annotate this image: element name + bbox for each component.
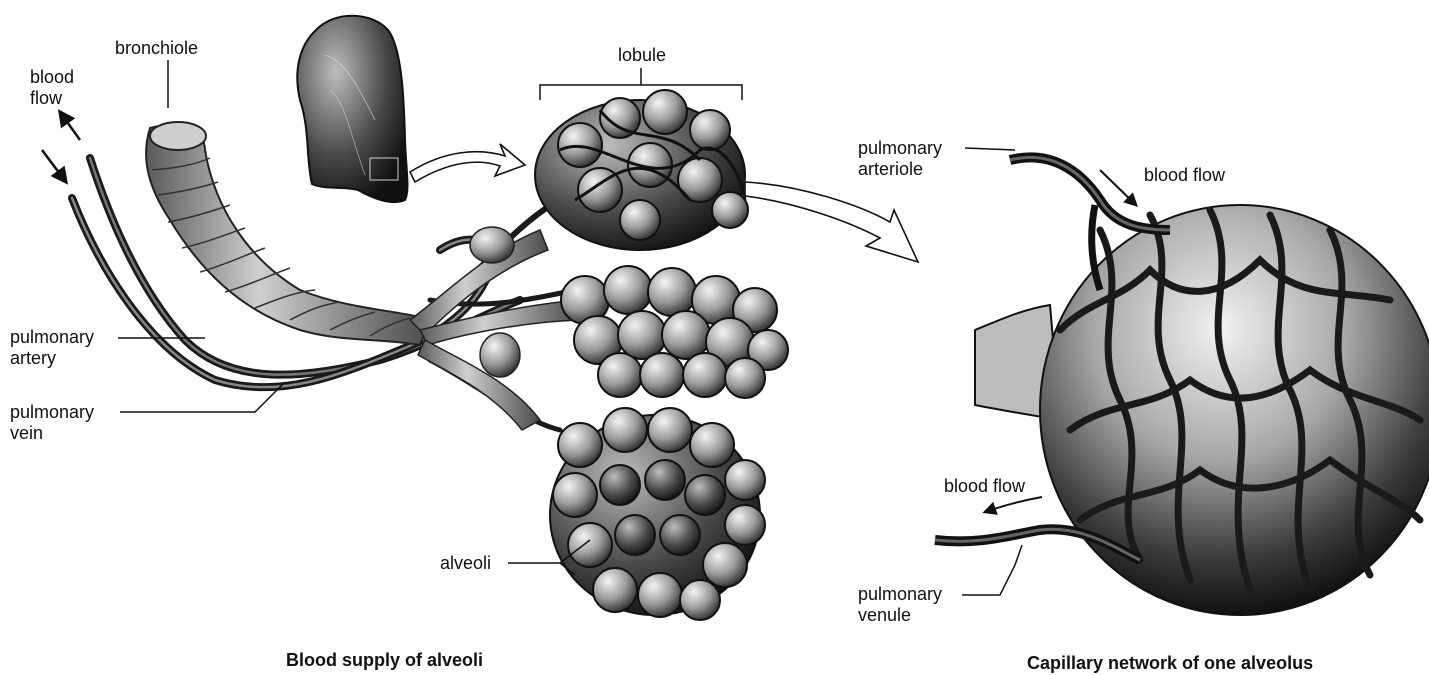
blood-flow-label-line1: blood [30, 67, 74, 88]
blood-flow-out-label-right: blood flow [944, 476, 1025, 497]
pulmonary-artery-label-line2: artery [10, 348, 94, 369]
blood-flow-label-line2: flow [30, 88, 74, 109]
pulmonary-venule-label-line1: pulmonary [858, 584, 942, 605]
blood-flow-in-label-right: blood flow [1144, 165, 1225, 186]
bronchiole-branches [410, 227, 580, 430]
lung-illustration [297, 16, 407, 202]
blood-flow-label-left: blood flow [30, 67, 74, 109]
blood-flow-in-arrow [42, 150, 66, 182]
pulmonary-vein-label-line1: pulmonary [10, 402, 94, 423]
alveolus-illustration [935, 157, 1429, 615]
lobule-cluster-middle [561, 266, 788, 398]
pulmonary-vein-label: pulmonary vein [10, 402, 94, 444]
lobule-cluster-top [535, 90, 748, 250]
blood-flow-out-arrow-right [985, 497, 1042, 512]
pulmonary-arteriole-label-line1: pulmonary [858, 138, 942, 159]
pulmonary-arteriole-label-line2: arteriole [858, 159, 942, 180]
pulmonary-venule-label-line2: venule [858, 605, 942, 626]
blood-flow-out-arrow [60, 112, 80, 140]
pulmonary-venule-label: pulmonary venule [858, 584, 942, 626]
pulmonary-artery-label: pulmonary artery [10, 327, 94, 369]
pulmonary-vein-label-line2: vein [10, 423, 94, 444]
left-figure-caption: Blood supply of alveoli [286, 650, 483, 671]
alveoli-cluster-bottom [550, 408, 765, 620]
pulmonary-artery-label-line1: pulmonary [10, 327, 94, 348]
zoom-arrow-2 [745, 182, 918, 262]
bronchiole-label: bronchiole [115, 38, 198, 59]
alveoli-label: alveoli [440, 553, 491, 574]
right-figure-caption: Capillary network of one alveolus [1027, 653, 1313, 674]
lobule-label: lobule [618, 45, 666, 66]
zoom-arrow-1 [410, 144, 525, 182]
pulmonary-arteriole-label: pulmonary arteriole [858, 138, 942, 180]
